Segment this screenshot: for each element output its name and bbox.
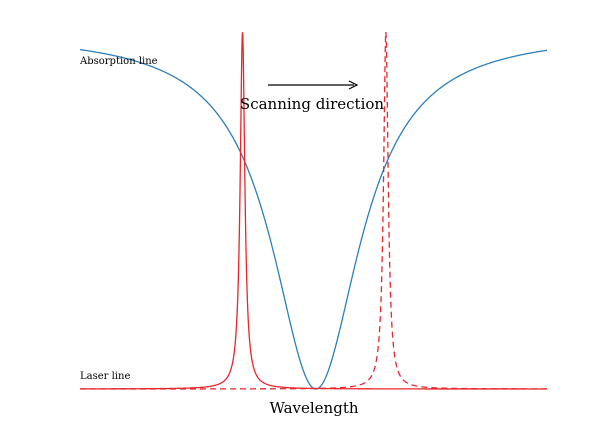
laser-line-curve-shifted: [80, 31, 547, 390]
absorption-line-label: Absorption line: [79, 56, 158, 67]
laser-line-curve: [80, 32, 547, 390]
x-axis-label: Wavelength: [269, 399, 358, 417]
scan-arrow-head: [348, 80, 359, 90]
scan-direction-arrow: [268, 80, 359, 90]
curves-group: [79, 31, 548, 390]
scanning-direction-label: Scanning direction: [240, 95, 384, 113]
laser-line-label: Laser line: [80, 371, 130, 382]
